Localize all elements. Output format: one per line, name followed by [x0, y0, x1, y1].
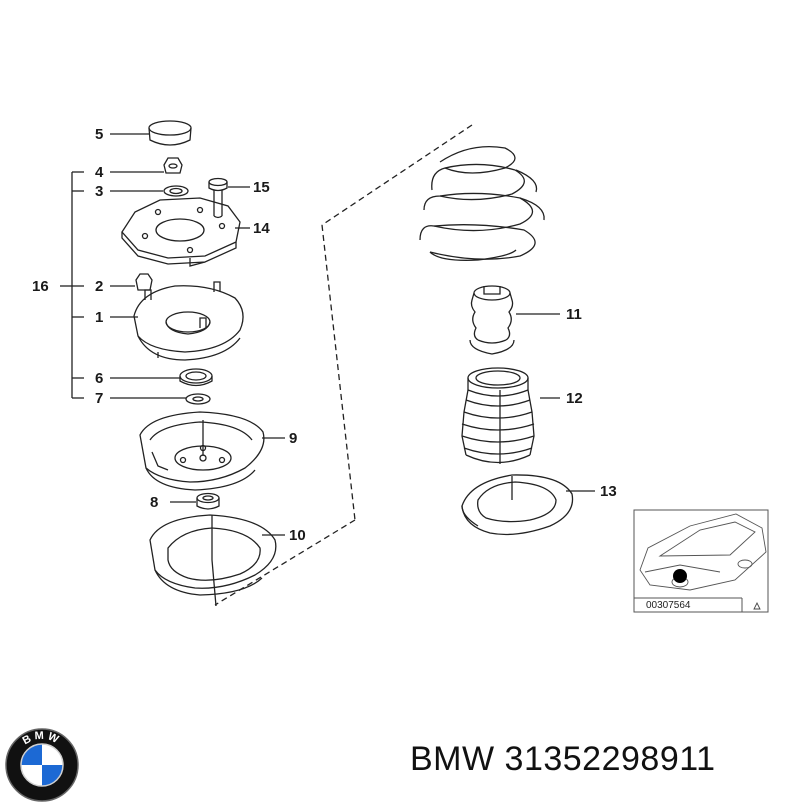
part-13-lower-pad	[461, 474, 574, 536]
part-3-washer	[163, 185, 189, 197]
part-2-nut	[135, 273, 153, 291]
part-number: 31352298911	[504, 740, 716, 778]
logo-letters: BMW	[21, 730, 61, 748]
location-marker	[673, 569, 687, 583]
part-10-axis-line	[211, 559, 217, 607]
svg-text:BMW: BMW	[21, 730, 64, 748]
label-5: 5	[95, 126, 103, 143]
label-4: 4	[95, 164, 104, 181]
coil-spring	[419, 145, 545, 261]
label-11: 11	[566, 306, 582, 323]
diagram-reference-code: 00307564	[646, 600, 691, 611]
label-6: 6	[95, 370, 103, 387]
part-7-washer	[185, 393, 211, 405]
leader-lines	[110, 133, 595, 536]
part-15-bolt	[208, 177, 228, 219]
label-12: 12	[566, 390, 583, 407]
part-5-cap	[148, 120, 192, 146]
part-1-strut-mount	[133, 281, 244, 361]
assembly-dash-line	[214, 124, 473, 606]
label-1: 1	[95, 309, 103, 326]
label-16: 16	[32, 278, 49, 295]
part-6-ring	[179, 368, 213, 387]
label-15: 15	[253, 179, 270, 196]
label-14: 14	[253, 220, 270, 237]
label-13: 13	[600, 483, 617, 500]
part-10-rubber-pad	[149, 514, 277, 596]
label-3: 3	[95, 183, 103, 200]
brand-part-number: BMW 31352298911	[410, 740, 716, 779]
part-12-dust-boot	[461, 367, 535, 464]
warning-triangle-icon	[753, 601, 761, 610]
part-11-bump-stop	[469, 285, 515, 355]
part-8-bush	[196, 492, 220, 510]
car-thumbnail	[633, 509, 769, 613]
part-14-plate	[121, 197, 241, 267]
part-4-nut	[163, 157, 183, 174]
label-7: 7	[95, 390, 103, 407]
label-2: 2	[95, 278, 103, 295]
label-9: 9	[289, 430, 297, 447]
bmw-roundel-logo: BMW	[5, 728, 79, 802]
brand-name: BMW	[410, 740, 495, 778]
label-10: 10	[289, 527, 306, 544]
group-bracket-16	[60, 171, 84, 399]
part-9-spring-seat	[139, 411, 265, 491]
label-8: 8	[150, 494, 158, 511]
